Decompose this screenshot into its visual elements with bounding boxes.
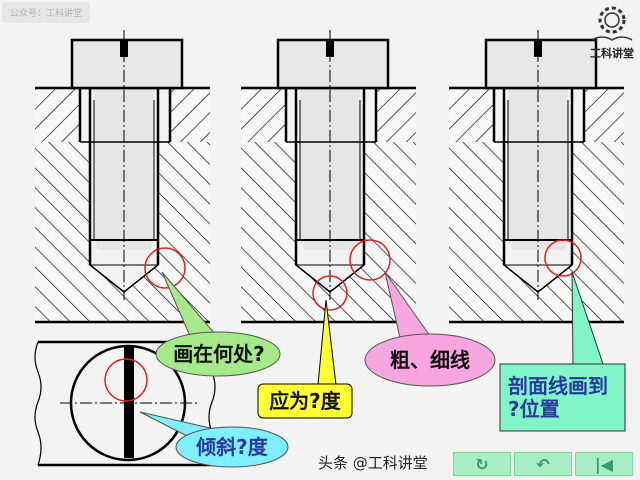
callout-tilt: 倾斜?度 [196,434,268,459]
callout-where: 画在何处? [173,341,265,366]
callout-hatch-line1: 剖面线画到 [508,374,608,398]
watermark: 公众号：工科讲堂 [2,2,91,23]
return-button[interactable]: ↻ [453,452,511,476]
callout-angle: 应为?度 [269,388,341,413]
red-highlight-circles [104,239,582,402]
first-icon: |◀ [594,454,614,474]
callout-hatch-line2: ?位置 [508,397,560,421]
return-icon: ↻ [475,454,489,474]
logo-text: 工科讲堂 [590,47,634,60]
callout-hatch: 剖面线画到 ?位置 [500,366,625,430]
toutiao-watermark: 头条 @工科讲堂 [318,454,428,472]
callout-lines: 粗、细线 [390,347,470,372]
gear-book-logo [591,6,633,41]
back-button[interactable]: ↶ [514,452,572,476]
bolt-assembly-3 [447,28,626,324]
back-icon: ↶ [536,454,550,474]
callout-shapes [139,271,626,468]
bolt-assembly-1 [33,28,212,324]
first-page-button[interactable]: |◀ [575,452,633,476]
